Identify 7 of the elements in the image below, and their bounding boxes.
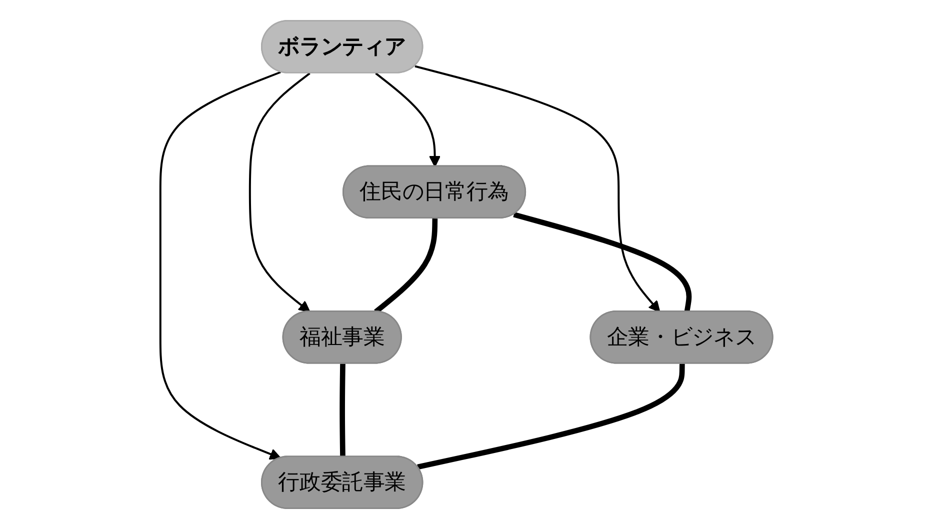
connector [340,364,346,458]
connector [417,364,685,470]
arrow [375,72,441,168]
arrow [414,65,660,312]
connector [513,212,692,312]
arrow [159,71,282,460]
arrow [248,72,310,312]
